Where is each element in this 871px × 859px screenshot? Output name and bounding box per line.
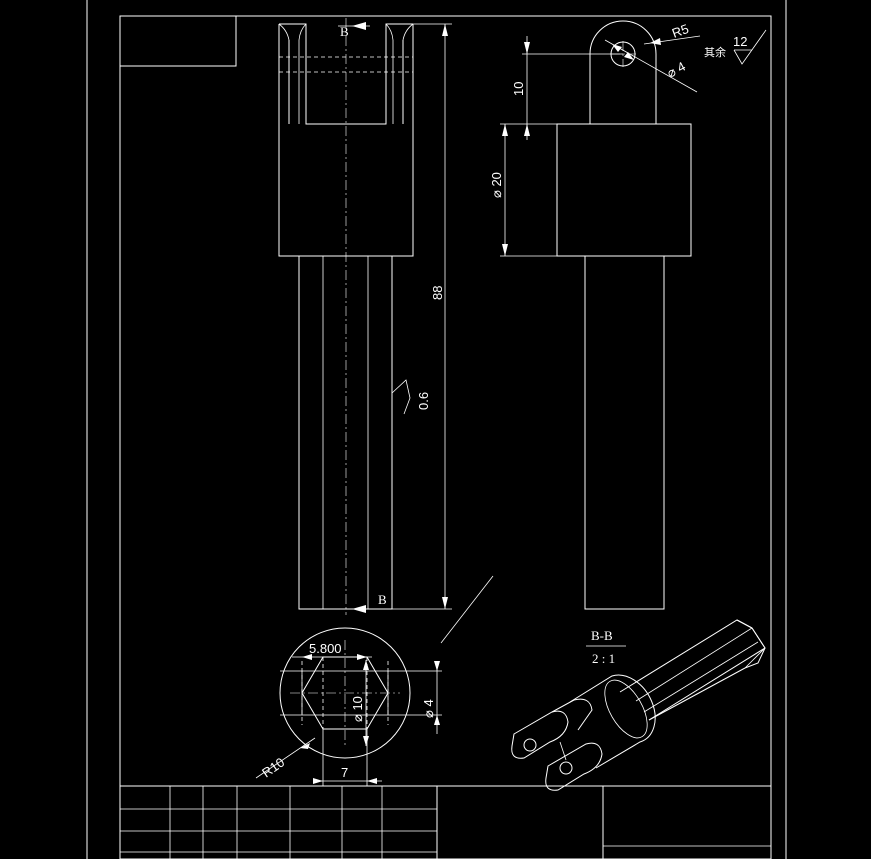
section-mark-top: B: [340, 24, 349, 39]
dim-hex-pin-diameter: ⌀ 10: [350, 660, 369, 746]
sheet-border: [86, 0, 787, 859]
hex-flats-label: 5.800: [309, 641, 342, 656]
section-mark-bottom: B: [378, 592, 387, 607]
dim-hex-flats: 5.800: [292, 641, 372, 660]
section-scale-label: 2 : 1: [592, 651, 615, 666]
surface-finish-shaft: 0.6: [391, 379, 431, 415]
dim-overall-length: 88: [392, 23, 452, 610]
hex-pin-diameter-label: ⌀ 10: [350, 696, 365, 722]
hole-diameter-label: ⌀ 4: [664, 59, 688, 81]
front-view: B B: [278, 18, 414, 615]
view-leader-line: [440, 575, 494, 644]
general-finish-value: 12: [733, 34, 747, 49]
bottom-width-label: 7: [341, 765, 348, 780]
eye-offset-label: 10: [511, 82, 526, 96]
dim-outer-radius: R10: [255, 737, 316, 780]
surface-finish-general: 其余 12: [704, 29, 767, 65]
section-view: [556, 20, 692, 610]
general-finish-text: 其余: [704, 45, 726, 59]
dim-slot-width: ⌀ 4: [410, 661, 442, 734]
dim-head-diameter: ⌀ 20: [489, 124, 557, 257]
overall-length-label: 88: [430, 286, 445, 300]
dim-eye-offset: 10: [500, 36, 623, 140]
section-title-label: B-B: [591, 628, 613, 643]
section-bb-view: [279, 627, 411, 759]
dim-eye-radius: R5: [643, 21, 701, 45]
outer-radius-label: R10: [259, 754, 287, 780]
dim-bottom-width: 7: [313, 729, 382, 786]
isometric-view: [511, 619, 766, 791]
head-diameter-label: ⌀ 20: [489, 172, 504, 198]
title-block: [120, 785, 771, 859]
shaft-finish-label: 0.6: [416, 392, 431, 410]
section-title: B-B 2 : 1: [586, 628, 626, 666]
dim-hole-diameter: ⌀ 4: [604, 39, 698, 93]
eye-radius-label: R5: [670, 21, 691, 41]
slot-width-label: ⌀ 4: [421, 699, 436, 718]
